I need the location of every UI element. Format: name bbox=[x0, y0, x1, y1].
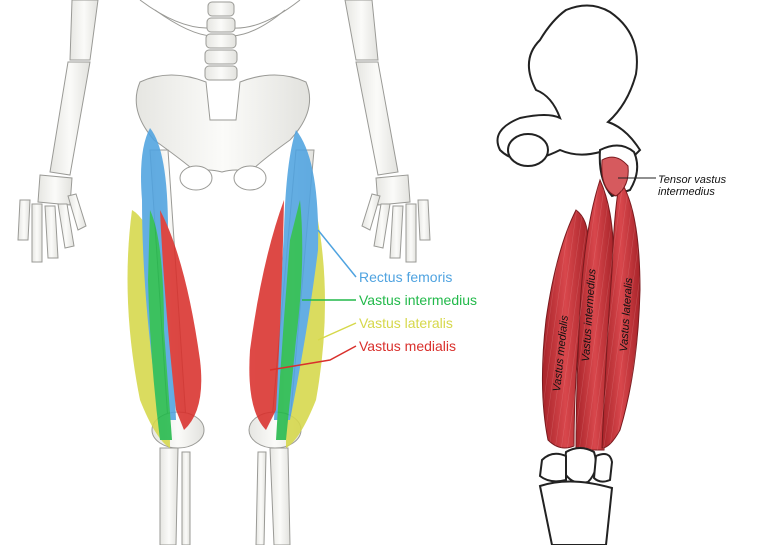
left-fibula bbox=[181, 451, 191, 545]
tensor-label-line1: Tensor vastus bbox=[658, 174, 727, 186]
left-thigh-muscles bbox=[127, 128, 202, 448]
label-rectus-femoris: Rectus femoris bbox=[359, 269, 452, 285]
knee-joint bbox=[538, 452, 567, 483]
right-thigh-muscles bbox=[249, 130, 325, 448]
right-figure: Tensor vastus intermedius Vastus mediali… bbox=[496, 4, 727, 545]
left-leader-lines bbox=[269, 229, 357, 371]
left-humerus bbox=[69, 0, 99, 61]
left-obturator bbox=[179, 165, 213, 191]
label-vastus-medialis: Vastus medialis bbox=[359, 338, 456, 354]
tibia bbox=[538, 480, 614, 545]
label-vastus-intermedius: Vastus intermedius bbox=[359, 292, 477, 308]
right-forearm bbox=[355, 61, 399, 176]
knee-joint-lateral bbox=[592, 453, 614, 483]
vastus-medialis-leader bbox=[269, 345, 357, 371]
right-tibia bbox=[269, 447, 291, 545]
right-fibula bbox=[255, 451, 267, 545]
left-hand bbox=[17, 174, 87, 263]
label-vastus-lateralis: Vastus lateralis bbox=[359, 315, 453, 331]
muscle-fiber-overlay bbox=[542, 180, 640, 450]
muscle-label-vastus-lateralis: Vastus lateralis bbox=[618, 277, 635, 352]
left-tibia bbox=[159, 447, 179, 545]
patella bbox=[562, 447, 597, 484]
right-vastus-intermedius bbox=[276, 200, 303, 440]
left-forearm bbox=[49, 61, 91, 176]
right-obturator bbox=[233, 165, 267, 191]
right-humerus bbox=[344, 0, 379, 61]
hip-bone bbox=[496, 4, 642, 162]
spine bbox=[204, 1, 238, 81]
right-vastus-medialis bbox=[249, 200, 284, 430]
tensor-label-line2: intermedius bbox=[658, 186, 715, 198]
left-vastus-intermedius bbox=[148, 210, 172, 440]
vastus-lateralis-leader bbox=[317, 322, 357, 341]
acetabulum bbox=[507, 133, 549, 167]
left-legend: Rectus femoris Vastus intermedius Vastus… bbox=[359, 269, 477, 354]
rectus-femoris-leader bbox=[317, 229, 357, 278]
right-hand bbox=[361, 174, 431, 263]
left-vastus-medialis bbox=[160, 210, 202, 430]
